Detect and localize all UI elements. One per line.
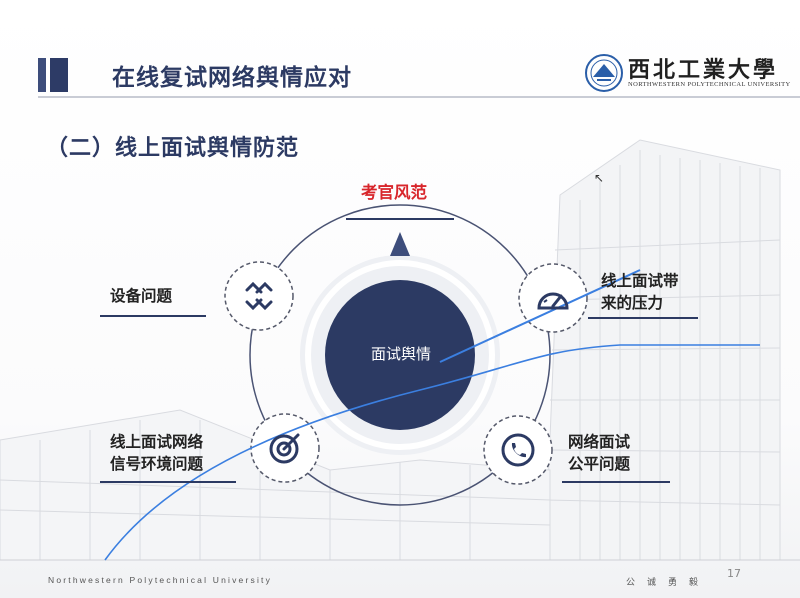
footer-motto: 公诚勇毅	[626, 578, 711, 588]
label-pressure-line1: 线上面试带	[601, 272, 679, 290]
section-title: （二）线上面试舆情防范	[46, 136, 300, 161]
center-label: 面试舆情	[370, 345, 431, 363]
footer-university-name: Northwestern Polytechnical University	[48, 575, 273, 585]
phone-icon	[501, 433, 535, 467]
arrow-up-icon	[390, 232, 410, 256]
label-pressure-line2: 来的压力	[601, 294, 664, 312]
annotation-stroke-2	[104, 344, 760, 561]
link-broken-icon	[245, 281, 273, 311]
title-divider	[38, 96, 800, 98]
label-underline	[562, 481, 670, 483]
target-icon	[269, 433, 300, 464]
label-examiner-demeanor: 考官风范	[361, 183, 427, 202]
title-accent-bar	[38, 58, 68, 92]
university-logo: 西北工業大學 NORTHWESTERN POLYTECHNICAL UNIVER…	[582, 50, 791, 96]
center-circle	[325, 280, 475, 430]
label-underline	[100, 481, 236, 483]
logo-english-name: NORTHWESTERN POLYTECHNICAL UNIVERSITY	[628, 81, 791, 88]
page-title: 在线复试网络舆情应对	[112, 65, 352, 91]
icon-circle-equipment	[224, 261, 294, 331]
icon-circle-fairness	[483, 415, 553, 485]
icon-circle-pressure	[518, 263, 588, 333]
label-fairness-line1: 网络面试	[568, 433, 631, 451]
label-underline	[100, 315, 206, 317]
speedometer-icon	[537, 292, 569, 310]
label-network-line2: 信号环境问题	[110, 455, 204, 473]
label-equipment-issues: 设备问题	[110, 287, 173, 305]
logo-chinese-name: 西北工業大學	[628, 57, 779, 83]
label-underline	[588, 317, 698, 319]
university-seal-icon	[585, 54, 623, 92]
mouse-cursor-icon: ↖	[594, 171, 605, 185]
label-fairness-line2: 公平问题	[568, 455, 631, 473]
label-network-line1: 线上面试网络	[110, 433, 204, 451]
annotation-stroke-1	[439, 269, 641, 363]
page-number: 17	[727, 567, 741, 580]
label-underline	[346, 218, 454, 220]
